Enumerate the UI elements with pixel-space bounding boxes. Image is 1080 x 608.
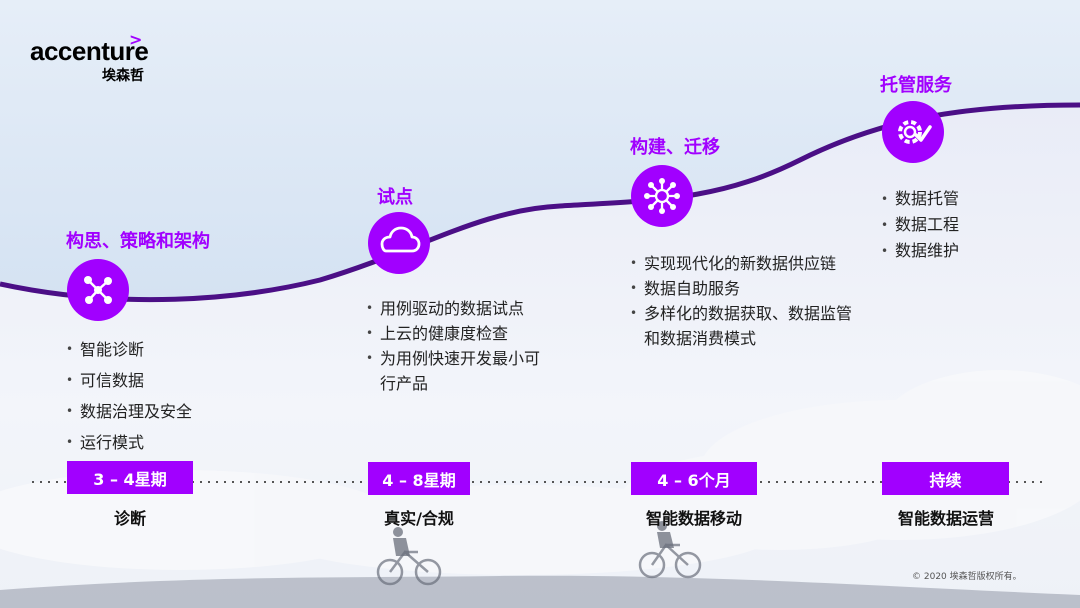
phase-2-title: 试点 — [377, 187, 413, 208]
phase-1-bullets: 智能诊断 可信数据 数据治理及安全 运行模式 — [66, 334, 192, 458]
network-nodes-icon — [84, 276, 112, 304]
phase-3-icon-circle — [631, 165, 693, 227]
list-item: 数据治理及安全 — [66, 396, 192, 427]
phase-3-bullets: 实现现代化的新数据供应链 数据自助服务 多样化的数据获取、数据监管和数据消费模式 — [630, 251, 865, 351]
phase-1-duration-badge: 3 – 4星期 — [67, 461, 193, 494]
list-item: 数据托管 — [881, 186, 959, 212]
hub-icon — [644, 178, 680, 214]
list-item: 可信数据 — [66, 365, 192, 396]
phase-4-bullets: 数据托管 数据工程 数据维护 — [881, 186, 959, 264]
list-item: 实现现代化的新数据供应链 — [630, 251, 865, 276]
phase-4-stage-label: 智能数据运营 — [897, 509, 994, 528]
phase-4-title: 托管服务 — [880, 75, 952, 96]
phase-4-duration-badge: 持续 — [882, 462, 1009, 495]
logo-wordmark: accenture — [30, 36, 149, 66]
chevron-logo-icon: > — [129, 30, 143, 49]
phase-1-stage-label: 诊断 — [113, 509, 146, 528]
list-item: 数据维护 — [881, 238, 959, 264]
phase-3-title: 构建、迁移 — [630, 137, 720, 158]
copyright-text: © 2020 埃森哲版权所有。 — [912, 572, 1022, 582]
list-item: 为用例快速开发最小可行产品 — [366, 346, 546, 396]
phase-2-bullets: 用例驱动的数据试点 上云的健康度检查 为用例快速开发最小可行产品 — [366, 296, 546, 396]
phase-2-duration-badge: 4 – 8星期 — [368, 462, 470, 495]
list-item: 用例驱动的数据试点 — [366, 296, 546, 321]
phase-3-duration-badge: 4 – 6个月 — [631, 462, 757, 495]
gear-check-icon — [898, 120, 932, 144]
list-item: 数据工程 — [881, 212, 959, 238]
list-item: 运行模式 — [66, 427, 192, 458]
logo-subtitle: 埃森哲 — [102, 68, 144, 84]
list-item: 上云的健康度检查 — [366, 321, 546, 346]
phase-1-title: 构思、策略和架构 — [66, 231, 210, 252]
list-item: 智能诊断 — [66, 334, 192, 365]
phase-1-icon-circle — [67, 259, 129, 321]
list-item: 多样化的数据获取、数据监管和数据消费模式 — [630, 301, 865, 351]
list-item: 数据自助服务 — [630, 276, 865, 301]
cloud-icon — [380, 226, 421, 253]
phase-3-stage-label: 智能数据移动 — [645, 509, 742, 528]
phase-4-icon-circle — [882, 101, 944, 163]
phase-2-stage-label: 真实/合规 — [384, 509, 454, 528]
phase-2-icon-circle — [368, 212, 430, 274]
accenture-logo: > accenture 埃森哲 — [30, 30, 149, 85]
